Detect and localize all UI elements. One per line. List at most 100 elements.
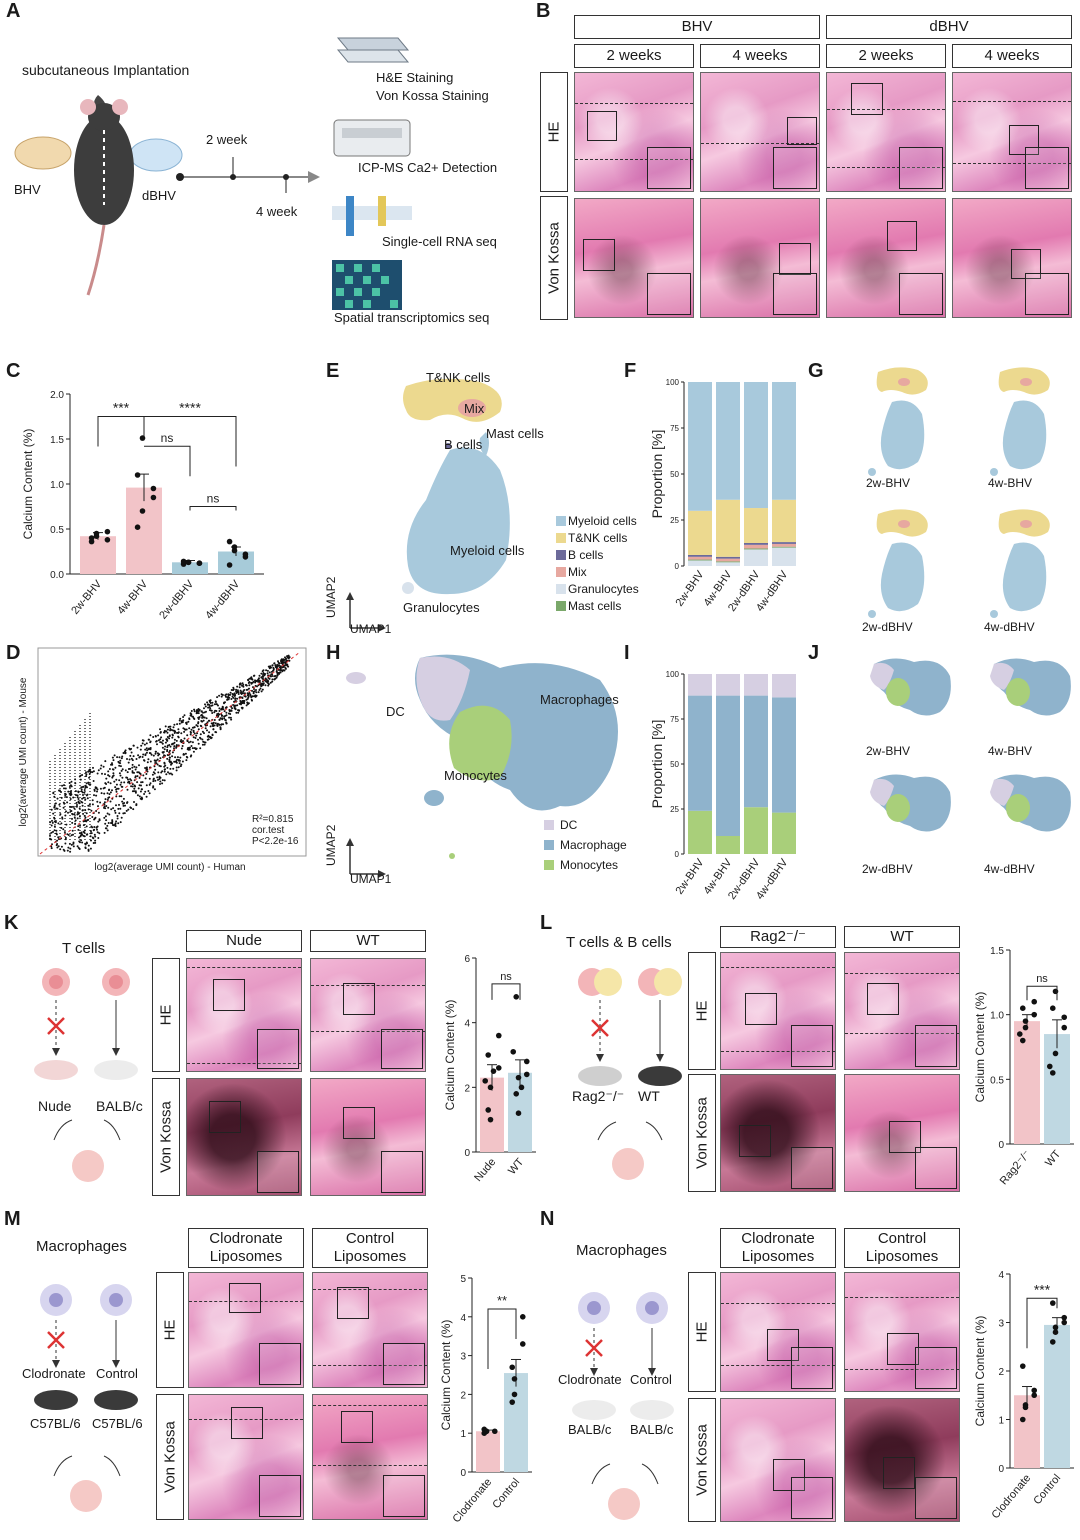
header-time: 2 weeks [574, 44, 694, 68]
scatter-point [69, 798, 72, 800]
scatter-point [249, 677, 252, 680]
scatter-point [184, 728, 187, 731]
scatter-point [243, 689, 246, 691]
row-label-vonkossa: Von Kossa [152, 1078, 180, 1196]
scatter-point [210, 709, 213, 712]
scatter-point [177, 732, 180, 734]
scatter-point [128, 780, 131, 783]
method-icons [332, 37, 412, 310]
scatter-point [229, 716, 232, 719]
legend-label: Monocytes [560, 858, 619, 872]
scatter-point [79, 834, 82, 837]
umi-correlation-scatter: log2(average UMI count) - Humanlog2(aver… [18, 647, 307, 873]
scatter-point [194, 747, 197, 750]
scatter-point [141, 739, 144, 742]
scatter-point [87, 844, 90, 847]
data-point [1052, 1050, 1059, 1057]
scatter-point [186, 756, 189, 759]
data-point [88, 535, 95, 541]
stack-segment [688, 510, 712, 555]
scatter-point [189, 714, 192, 717]
scatter-point [95, 794, 98, 797]
significance-bracket [491, 983, 521, 1000]
scatter-point [172, 726, 175, 729]
data-point [511, 1391, 518, 1398]
scatter-point [107, 774, 110, 777]
cluster-label: Mix [464, 401, 485, 416]
legend-swatch [556, 601, 566, 611]
scatter-point [60, 822, 63, 825]
scatter-point [246, 694, 249, 697]
scatter-point [101, 772, 103, 775]
y-tick-label: 5 [460, 1274, 466, 1285]
scatter-point [144, 767, 147, 769]
scatter-point [262, 674, 264, 676]
y-axis-label: Calcium Content (%) [973, 992, 987, 1103]
scatter-point [193, 718, 196, 720]
scatter-point [239, 689, 242, 692]
panel-label-g: G [808, 360, 824, 382]
scatter-point [263, 674, 266, 677]
scatter-point [164, 725, 167, 728]
scatter-point [127, 768, 130, 770]
scatter-point [52, 830, 54, 833]
scatter-point [272, 669, 275, 672]
scatter-point [167, 771, 169, 774]
scatter-point [56, 846, 59, 849]
scatter-point [70, 843, 73, 846]
scatter-point [154, 752, 157, 755]
scatter-point [199, 733, 202, 736]
x-tick-label: Rag2⁻/⁻ [998, 1148, 1034, 1187]
scatter-point [82, 794, 84, 796]
data-point [93, 530, 100, 537]
y-tick-label: 75 [670, 424, 679, 433]
scatter-point [65, 810, 67, 813]
scatter-point [78, 840, 81, 843]
scatter-point [256, 679, 259, 682]
significance-bracket [144, 445, 191, 477]
scatter-point [169, 745, 172, 748]
stack-segment [772, 382, 796, 500]
y-tick-label: 4 [460, 1313, 466, 1324]
stack-segment [716, 695, 740, 836]
scatter-point [55, 829, 58, 832]
scatter-point [73, 807, 76, 810]
scatter-point [128, 758, 131, 761]
scatter-point [129, 806, 132, 809]
y-axis-label: Proportion [%] [649, 430, 665, 519]
cluster-label: Mast cells [486, 426, 544, 441]
scatter-point [175, 769, 178, 772]
scatter-point [86, 842, 88, 845]
scatter-point [276, 672, 279, 675]
scatter-point [183, 730, 186, 733]
bar [1044, 1034, 1070, 1144]
scatter-point [192, 750, 195, 753]
scatter-point [108, 789, 110, 792]
scatter-point [182, 740, 184, 742]
scatter-point [139, 755, 142, 758]
scatter-point [51, 821, 54, 824]
y-tick-label: 1.0 [50, 480, 64, 491]
scatter-point [187, 720, 190, 723]
scatter-point [115, 778, 118, 781]
scatter-point [91, 799, 94, 802]
scatter-point [270, 673, 273, 676]
scatter-point [169, 729, 172, 732]
data-point [1031, 998, 1038, 1005]
scatter-point [163, 729, 166, 732]
scatter-point [122, 804, 125, 807]
y-tick-label: 25 [670, 516, 679, 525]
scatter-point [183, 737, 186, 740]
scatter-point [265, 669, 268, 672]
scatter-point [152, 736, 155, 738]
legend-swatch [556, 567, 566, 577]
scatter-point [50, 847, 53, 850]
scatter-point [119, 765, 122, 768]
scatter-point [92, 780, 95, 782]
mini-umap [870, 658, 951, 716]
scatter-point [120, 785, 123, 788]
row-label-vonkossa: Von Kossa [156, 1394, 184, 1520]
scatter-point [252, 674, 255, 677]
data-point [1061, 1314, 1068, 1321]
